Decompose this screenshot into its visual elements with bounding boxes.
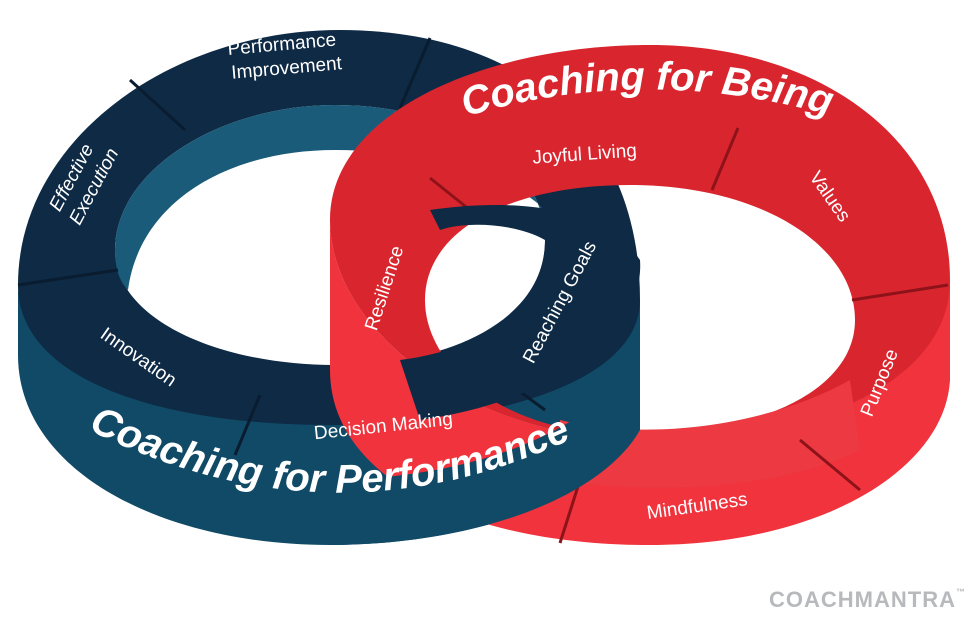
performance-front-side xyxy=(320,260,640,545)
brand-logo: COACHMANTRA™ xyxy=(769,587,966,613)
performance-divider-2 xyxy=(398,37,432,109)
being-divider-5 xyxy=(558,479,582,544)
brand-trademark: ™ xyxy=(956,587,966,597)
being-ring-top xyxy=(330,45,950,440)
performance-divider-3 xyxy=(17,268,119,287)
being-divider-2 xyxy=(710,127,740,191)
performance-front-top xyxy=(400,205,641,420)
performance-divider-1 xyxy=(128,78,187,132)
being-ring-inner-wall xyxy=(560,380,860,488)
performance-divider-4 xyxy=(233,394,262,456)
being-divider-4 xyxy=(799,438,861,492)
brand-name: COACHMANTRA xyxy=(769,587,956,612)
being-divider-3 xyxy=(851,283,949,302)
performance-ring-front xyxy=(320,205,641,545)
being-divider-1 xyxy=(429,176,471,212)
